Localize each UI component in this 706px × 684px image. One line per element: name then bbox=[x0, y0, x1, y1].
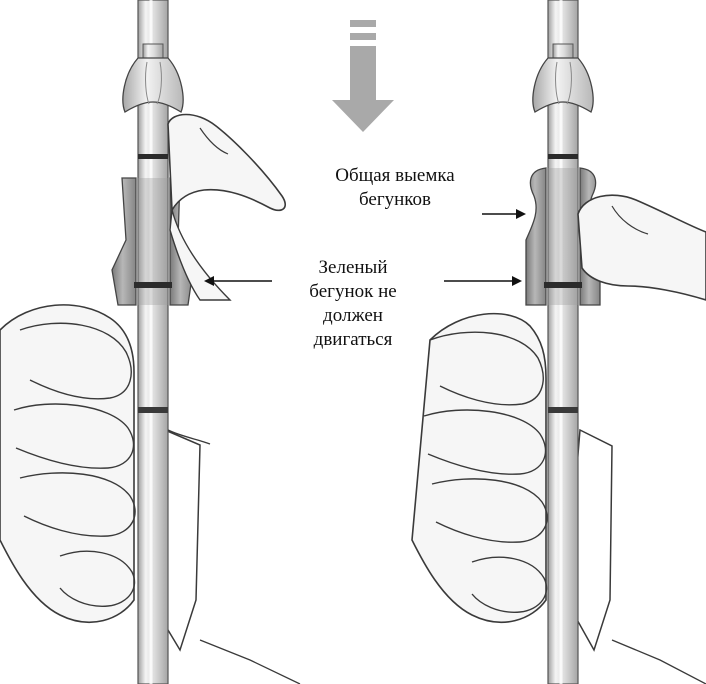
left-device-illustration bbox=[0, 0, 300, 684]
right-device-illustration bbox=[412, 0, 706, 684]
callout-green-slider: Зеленый бегунок не должен двигаться bbox=[278, 256, 428, 352]
right-hand bbox=[412, 314, 546, 623]
left-thumb bbox=[168, 115, 285, 211]
callout-green-slider-line-4: двигаться bbox=[278, 328, 428, 352]
left-band-lower bbox=[138, 407, 168, 413]
callout-common-groove-line-2: бегунков bbox=[300, 188, 490, 212]
callout-common-groove: Общая выемка бегунков bbox=[300, 164, 490, 212]
callout-green-slider-line-1: Зеленый bbox=[278, 256, 428, 280]
arrow-head bbox=[332, 46, 394, 132]
left-band-middle bbox=[134, 282, 172, 288]
callout-green-slider-line-2: бегунок не bbox=[278, 280, 428, 304]
callout-common-groove-line-1: Общая выемка bbox=[300, 164, 490, 188]
right-slider bbox=[526, 168, 546, 305]
left-slider bbox=[112, 178, 136, 305]
arrow-dash-2 bbox=[350, 33, 376, 40]
left-band-top bbox=[138, 154, 168, 159]
arrow-dash-1 bbox=[350, 20, 376, 27]
callout-green-slider-line-3: должен bbox=[278, 304, 428, 328]
left-hand bbox=[0, 305, 134, 622]
push-down-arrow bbox=[332, 20, 394, 132]
